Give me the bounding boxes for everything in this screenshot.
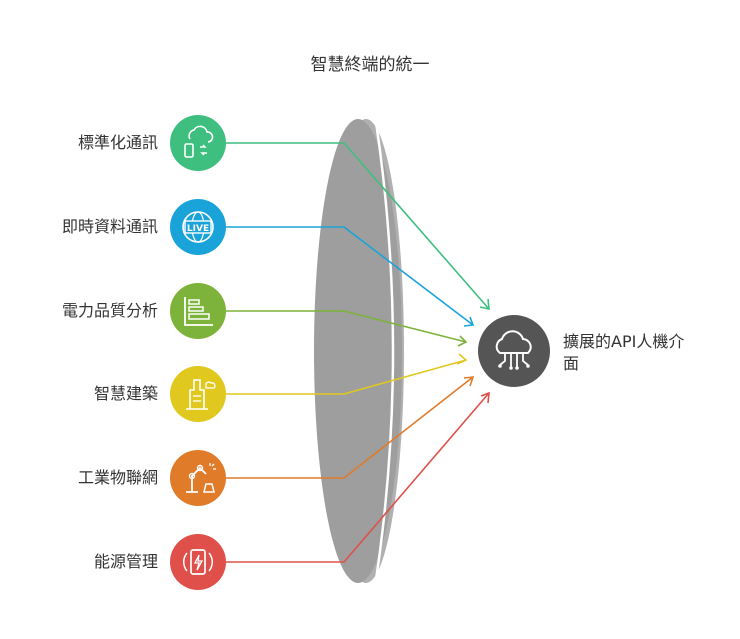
connector-standard-comm [226,142,490,310]
arrowhead-5 [463,376,475,387]
industrial-robot-icon [170,450,226,506]
arrowhead-2 [463,316,475,327]
source-label-energy-mgmt: 能源管理 [93,552,158,571]
target-label-line2: 面 [563,354,580,373]
connector-realtime-data [226,226,474,326]
source-icons: LIVE [170,115,226,590]
live-globe-icon: LIVE [170,199,226,255]
battery-cycle-icon [170,534,226,590]
connector-energy-mgmt [226,392,490,563]
svg-text:LIVE: LIVE [187,224,209,234]
arrowhead-6 [480,391,490,404]
smart-building-icon [170,366,226,422]
connector-industrial-iot [226,376,474,479]
bar-chart-icon [170,283,226,339]
cloud-network-icon [478,315,550,387]
source-label-industrial-iot: 工業物聯網 [77,468,158,487]
connector-smart-building [226,359,467,395]
arrowhead-4 [456,353,468,365]
connectors [226,142,490,563]
source-label-smart-building: 智慧建築 [93,384,158,403]
lens-highlight [374,121,395,581]
arrowhead-3 [457,335,468,347]
target-label: 擴展的API人機介 面 [563,331,723,375]
cloud-device-sync-icon [170,115,226,171]
connector-power-quality [226,310,467,343]
source-label-standard-comm: 標準化通訊 [77,133,158,152]
source-label-power-quality: 電力品質分析 [61,301,158,320]
target-label-line1: 擴展的API人機介 [563,332,685,351]
source-label-realtime-data: 即時資料通訊 [61,217,158,236]
lens [314,119,404,583]
arrowhead-1 [479,298,490,311]
diagram-title: 智慧終端的統一 [310,55,430,75]
lens-front [314,119,402,583]
